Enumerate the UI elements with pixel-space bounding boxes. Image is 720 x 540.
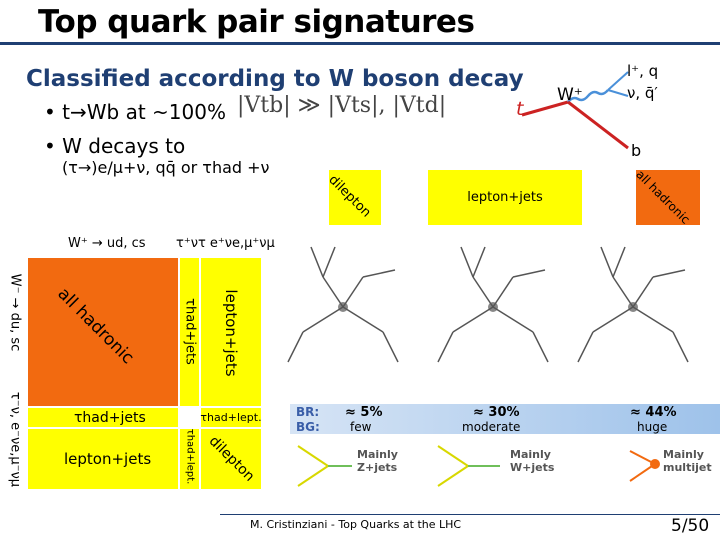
tau-lept-small-cell: τhad+lept. (200, 408, 262, 427)
col3-br: ≈ 44% (630, 405, 677, 420)
dilepton-corner-box: dilepton (325, 170, 381, 225)
br-label: BR: (296, 405, 320, 419)
lepton-jets-vertical-cell: lepton+jets (201, 258, 261, 406)
grid-side-label-hadronic: W⁻ → du, sc (7, 273, 23, 352)
w-out-2 (607, 89, 629, 97)
all-hadronic-cell: all hadronic (28, 258, 178, 406)
col2-bg: moderate (462, 420, 521, 434)
w-out-1 (607, 71, 629, 91)
dilepton-header: dilepton (325, 172, 374, 221)
b-label: b (631, 141, 642, 160)
stats-band (290, 404, 720, 434)
background-zjets: Mainly Z+jets (357, 448, 398, 474)
bullet-top-decay: • t→Wb at ~100% (44, 100, 226, 124)
col1-bg: few (350, 420, 372, 434)
lepton-jets-vertical-label: lepton+jets (222, 289, 240, 377)
wjets-line-1 (437, 445, 469, 467)
page-number: 5/50 (671, 516, 710, 536)
decay-product-1: l⁺, q (627, 62, 659, 80)
t-label: t (516, 98, 524, 120)
dilepton-small-label: dilepton (205, 433, 258, 485)
footer-text: M. Cristinziani - Top Quarks at the LHC (250, 518, 462, 531)
tau-jets-vertical-cell: τhad+jets (180, 258, 199, 406)
all-hadronic-cell-label: all hadronic (53, 283, 138, 369)
multijet-line-1 (629, 450, 656, 465)
dilepton-small-cell: dilepton (201, 429, 261, 489)
wjets-line-2 (437, 465, 469, 487)
w-label: W⁺ (557, 85, 583, 105)
w-propagator (567, 89, 609, 103)
event-diagrams (287, 246, 689, 363)
top-line (521, 100, 569, 117)
lepton-jets-header-box: lepton+jets (428, 170, 582, 225)
bullet-w-decay: • W decays to (44, 134, 186, 158)
dilepton-event (287, 246, 399, 363)
tau-jets-horizontal-label: τhad+jets (74, 409, 146, 426)
zjets-line-2 (297, 465, 329, 487)
tau-note: (τ→)e/μ+ν, qq̄ or τhad +ν (62, 158, 270, 177)
tau-lept-small-label: τhad+lept. (200, 411, 262, 424)
all-hadronic-header: all hadronic (636, 170, 693, 225)
lepton-jets-bottom-cell: lepton+jets (28, 429, 178, 489)
footer-rule (220, 514, 720, 515)
lepton-jets-event (437, 246, 549, 363)
tau-jets-horizontal-cell: τhad+jets (28, 408, 178, 427)
tau-lept-vertical-cell: τhad+lept. (180, 429, 199, 489)
grid-top-label-leptonic: τ⁺ντ e⁺νe,μ⁺νμ (176, 236, 275, 251)
decay-product-2: ν, q̄′ (627, 84, 658, 102)
grid-side-label-leptonic: τ⁻ν, e⁻νe,μ⁻νμ (7, 391, 23, 488)
tau-lept-vertical-label: τhad+lept. (184, 428, 196, 485)
col1-br: ≈ 5% (345, 405, 383, 420)
background-multijet: Mainly multijet (663, 448, 712, 474)
multijet-line-2 (629, 463, 656, 482)
top-decay-diagram (521, 71, 629, 150)
background-diagrams (297, 445, 660, 487)
all-hadronic-corner-box: all hadronic (636, 170, 700, 225)
col3-bg: huge (637, 420, 668, 434)
subtitle: Classified according to W boson decay (26, 66, 524, 92)
b-line (567, 100, 629, 150)
page-title: Top quark pair signatures (38, 4, 475, 40)
background-wjets: Mainly W+jets (510, 448, 555, 474)
title-rule (0, 42, 720, 45)
grid-top-label-hadronic: W⁺ → ud, cs (68, 236, 146, 251)
tau-jets-vertical-label: τhad+jets (182, 298, 198, 365)
lepton-jets-header: lepton+jets (467, 190, 543, 205)
zjets-line-1 (297, 445, 329, 467)
lepton-jets-bottom-label: lepton+jets (64, 450, 152, 468)
col2-br: ≈ 30% (473, 405, 520, 420)
ckm-relation: |Vtb| ≫ |Vts|, |Vtd| (237, 93, 447, 118)
all-hadronic-event (577, 246, 689, 363)
bg-label: BG: (296, 420, 320, 434)
